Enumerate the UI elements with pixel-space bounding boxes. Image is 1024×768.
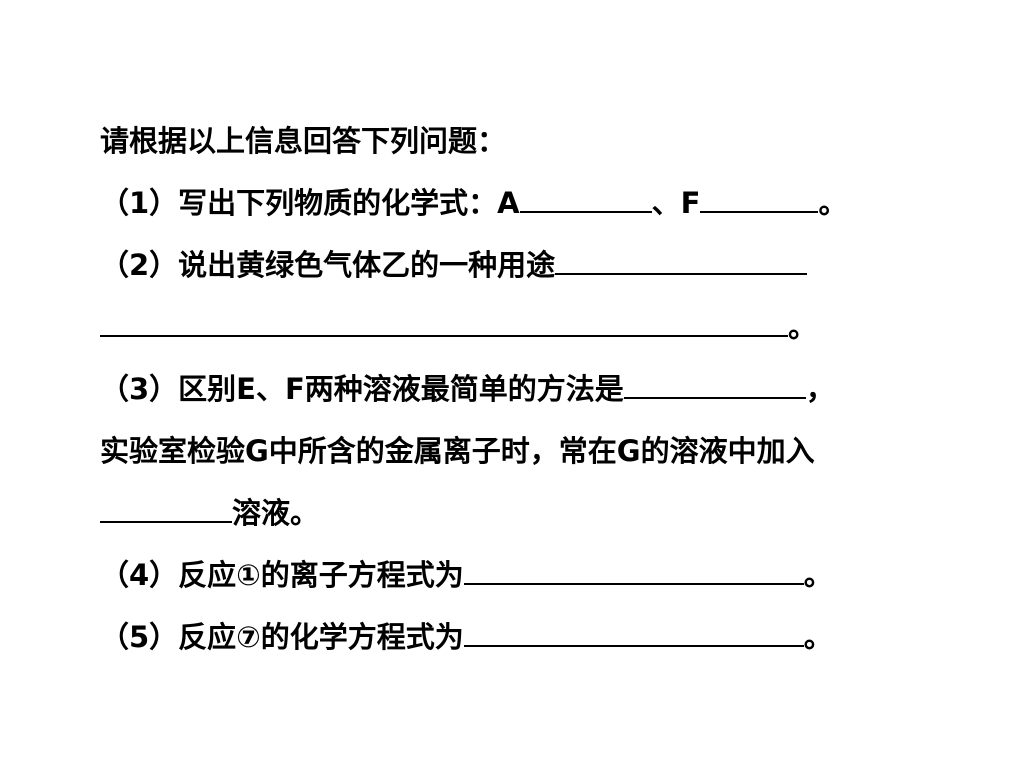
q1-end: 。 xyxy=(818,186,848,220)
question-3: （3）区别E、F两种溶液最简单的方法是 ， xyxy=(100,371,835,407)
q1-mid: 、F xyxy=(651,186,701,220)
question-1: （1）写出下列物质的化学式：A 、F 。 xyxy=(100,185,847,221)
q4-prefix: （4）反应①的离子方程式为 xyxy=(100,558,464,592)
q2-blank-part2[interactable] xyxy=(100,309,788,337)
question-2: （2）说出黄绿色气体乙的一种用途 xyxy=(100,247,808,283)
q3-blank-method[interactable] xyxy=(623,371,806,399)
q3-comma: ， xyxy=(805,372,835,406)
q2-blank-part1[interactable] xyxy=(555,247,808,275)
q3-end: 溶液。 xyxy=(232,496,320,530)
q3-prefix: （3）区别E、F两种溶液最简单的方法是 xyxy=(100,372,624,406)
question-3-line2: 实验室检验G中所含的金属离子时，常在G的溶液中加入 xyxy=(100,433,815,469)
q3-blank-reagent[interactable] xyxy=(100,495,232,523)
q2-prefix: （2）说出黄绿色气体乙的一种用途 xyxy=(100,248,556,282)
question-5: （5）反应⑦的化学方程式为 。 xyxy=(100,619,833,655)
question-intro: 请根据以上信息回答下列问题： xyxy=(100,123,506,159)
question-3-line3: 溶液。 xyxy=(100,495,319,531)
q4-end: 。 xyxy=(803,558,833,592)
question-4: （4）反应①的离子方程式为 。 xyxy=(100,557,833,593)
q5-end: 。 xyxy=(803,620,833,654)
q5-prefix: （5）反应⑦的化学方程式为 xyxy=(100,620,464,654)
q3-line2: 实验室检验G中所含的金属离子时，常在G的溶液中加入 xyxy=(100,434,815,468)
q5-blank[interactable] xyxy=(463,619,804,647)
q1-blank-f[interactable] xyxy=(700,185,819,213)
q1-prefix: （1）写出下列物质的化学式：A xyxy=(100,186,520,220)
q4-blank[interactable] xyxy=(463,557,804,585)
q1-blank-a[interactable] xyxy=(519,185,652,213)
intro-text: 请根据以上信息回答下列问题： xyxy=(100,124,507,158)
q2-end: 。 xyxy=(788,310,818,344)
question-2-continued: 。 xyxy=(100,309,817,345)
